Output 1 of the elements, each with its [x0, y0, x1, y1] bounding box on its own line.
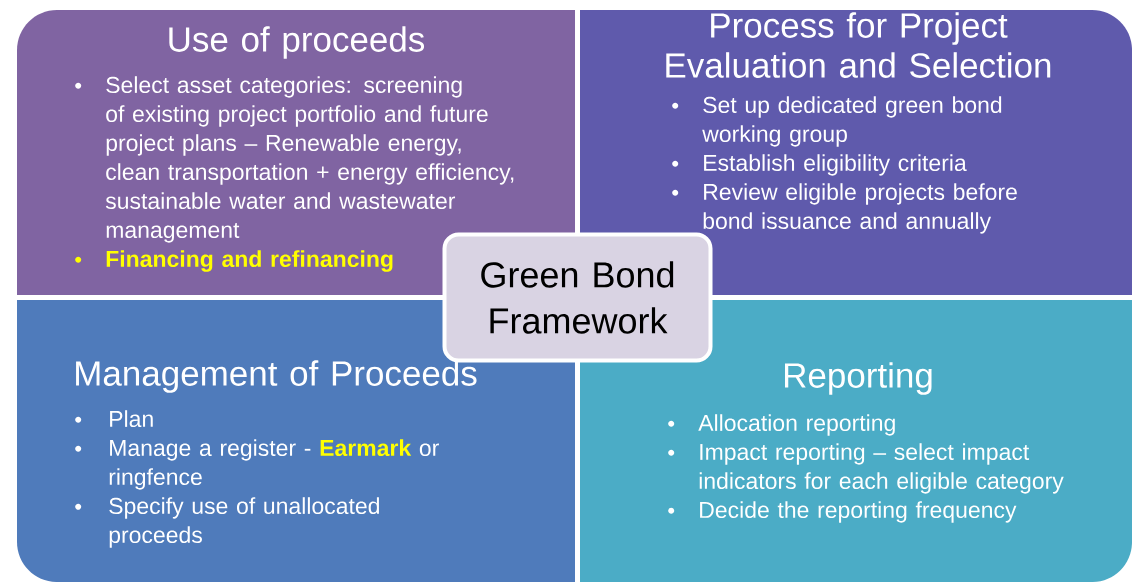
- center-box: Green Bond Framework: [442, 232, 713, 363]
